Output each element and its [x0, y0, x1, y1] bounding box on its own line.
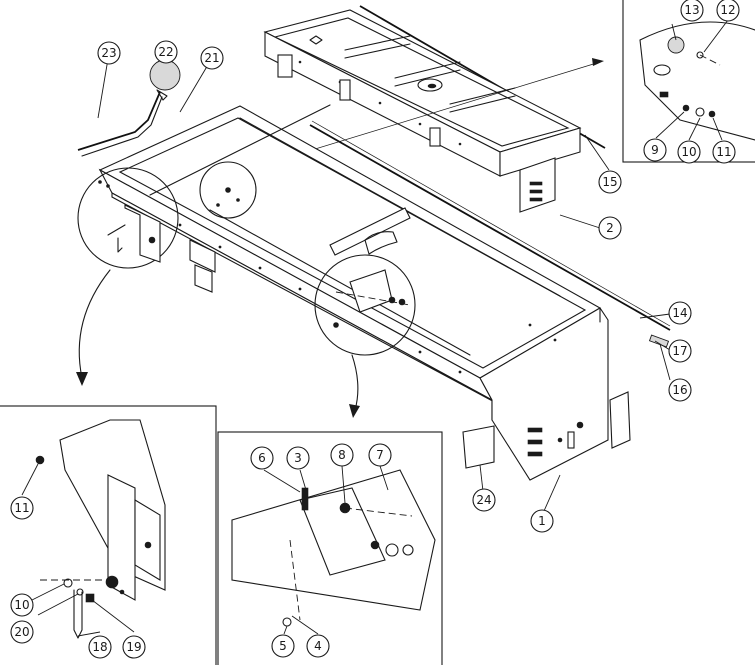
callout-10-label: 10: [681, 145, 696, 159]
callout-20: 20: [10, 620, 34, 644]
callout-4: 4: [306, 634, 330, 658]
callout-1-label: 1: [538, 514, 546, 528]
callout-3: 3: [286, 446, 310, 470]
inset-bottom-center: [217, 431, 443, 665]
callout-15-label: 15: [602, 175, 617, 189]
callout-22: 22: [154, 40, 178, 64]
callout-10b-label: 10: [14, 598, 29, 612]
callout-16-label: 16: [672, 383, 687, 397]
callout-15: 15: [598, 170, 622, 194]
callout-8-label: 8: [338, 448, 346, 462]
callout-19-label: 19: [126, 640, 141, 654]
callout-11b-label: 11: [14, 501, 29, 515]
callout-23-label: 23: [101, 46, 116, 60]
callout-5: 5: [271, 634, 295, 658]
callout-18-label: 18: [92, 640, 107, 654]
callout-7-label: 7: [376, 448, 384, 462]
callout-6-label: 6: [258, 451, 266, 465]
callout-17-label: 17: [672, 344, 687, 358]
callout-9-label: 9: [651, 143, 659, 157]
callout-21: 21: [200, 46, 224, 70]
callout-24-label: 24: [476, 493, 491, 507]
callout-23: 23: [97, 41, 121, 65]
callout-10-inset-bottom: 10: [10, 593, 34, 617]
detail-circle-left-inner: [199, 161, 257, 219]
callout-4-label: 4: [314, 639, 322, 653]
callout-21-label: 21: [204, 51, 219, 65]
inset-top-right: [622, 0, 755, 163]
callout-20-label: 20: [14, 625, 29, 639]
front-rivets: [178, 223, 557, 374]
callout-8: 8: [330, 443, 354, 467]
detail-circle-center: [314, 254, 416, 356]
callout-9: 9: [643, 138, 667, 162]
leader-lines: [21, 19, 729, 637]
callout-2: 2: [598, 216, 622, 240]
callout-2-label: 2: [606, 221, 614, 235]
main-frame-assembly: [98, 104, 671, 481]
callout-14: 14: [668, 301, 692, 325]
callout-10-inset-top: 10: [677, 140, 701, 164]
upper-frame-assembly: [263, 5, 606, 213]
callout-19: 19: [122, 635, 146, 659]
callout-17: 17: [668, 339, 692, 363]
callout-11-inset-top: 11: [712, 140, 736, 164]
callout-24: 24: [472, 488, 496, 512]
callout-14-label: 14: [672, 306, 687, 320]
callout-13: 13: [680, 0, 704, 22]
callout-12: 12: [716, 0, 740, 22]
detail-circle-left: [77, 167, 179, 269]
callout-6: 6: [250, 446, 274, 470]
callout-11-label: 11: [716, 145, 731, 159]
callout-1: 1: [530, 509, 554, 533]
callout-7: 7: [368, 443, 392, 467]
callout-11-inset-bottom: 11: [10, 496, 34, 520]
callout-18: 18: [88, 635, 112, 659]
callout-5-label: 5: [279, 639, 287, 653]
callout-22-label: 22: [158, 45, 173, 59]
lever-assembly: [77, 59, 181, 157]
callout-12-label: 12: [720, 3, 735, 17]
callout-3-label: 3: [294, 451, 302, 465]
callout-13-label: 13: [684, 3, 699, 17]
callout-16: 16: [668, 378, 692, 402]
inset-bottom-left: [0, 405, 217, 665]
